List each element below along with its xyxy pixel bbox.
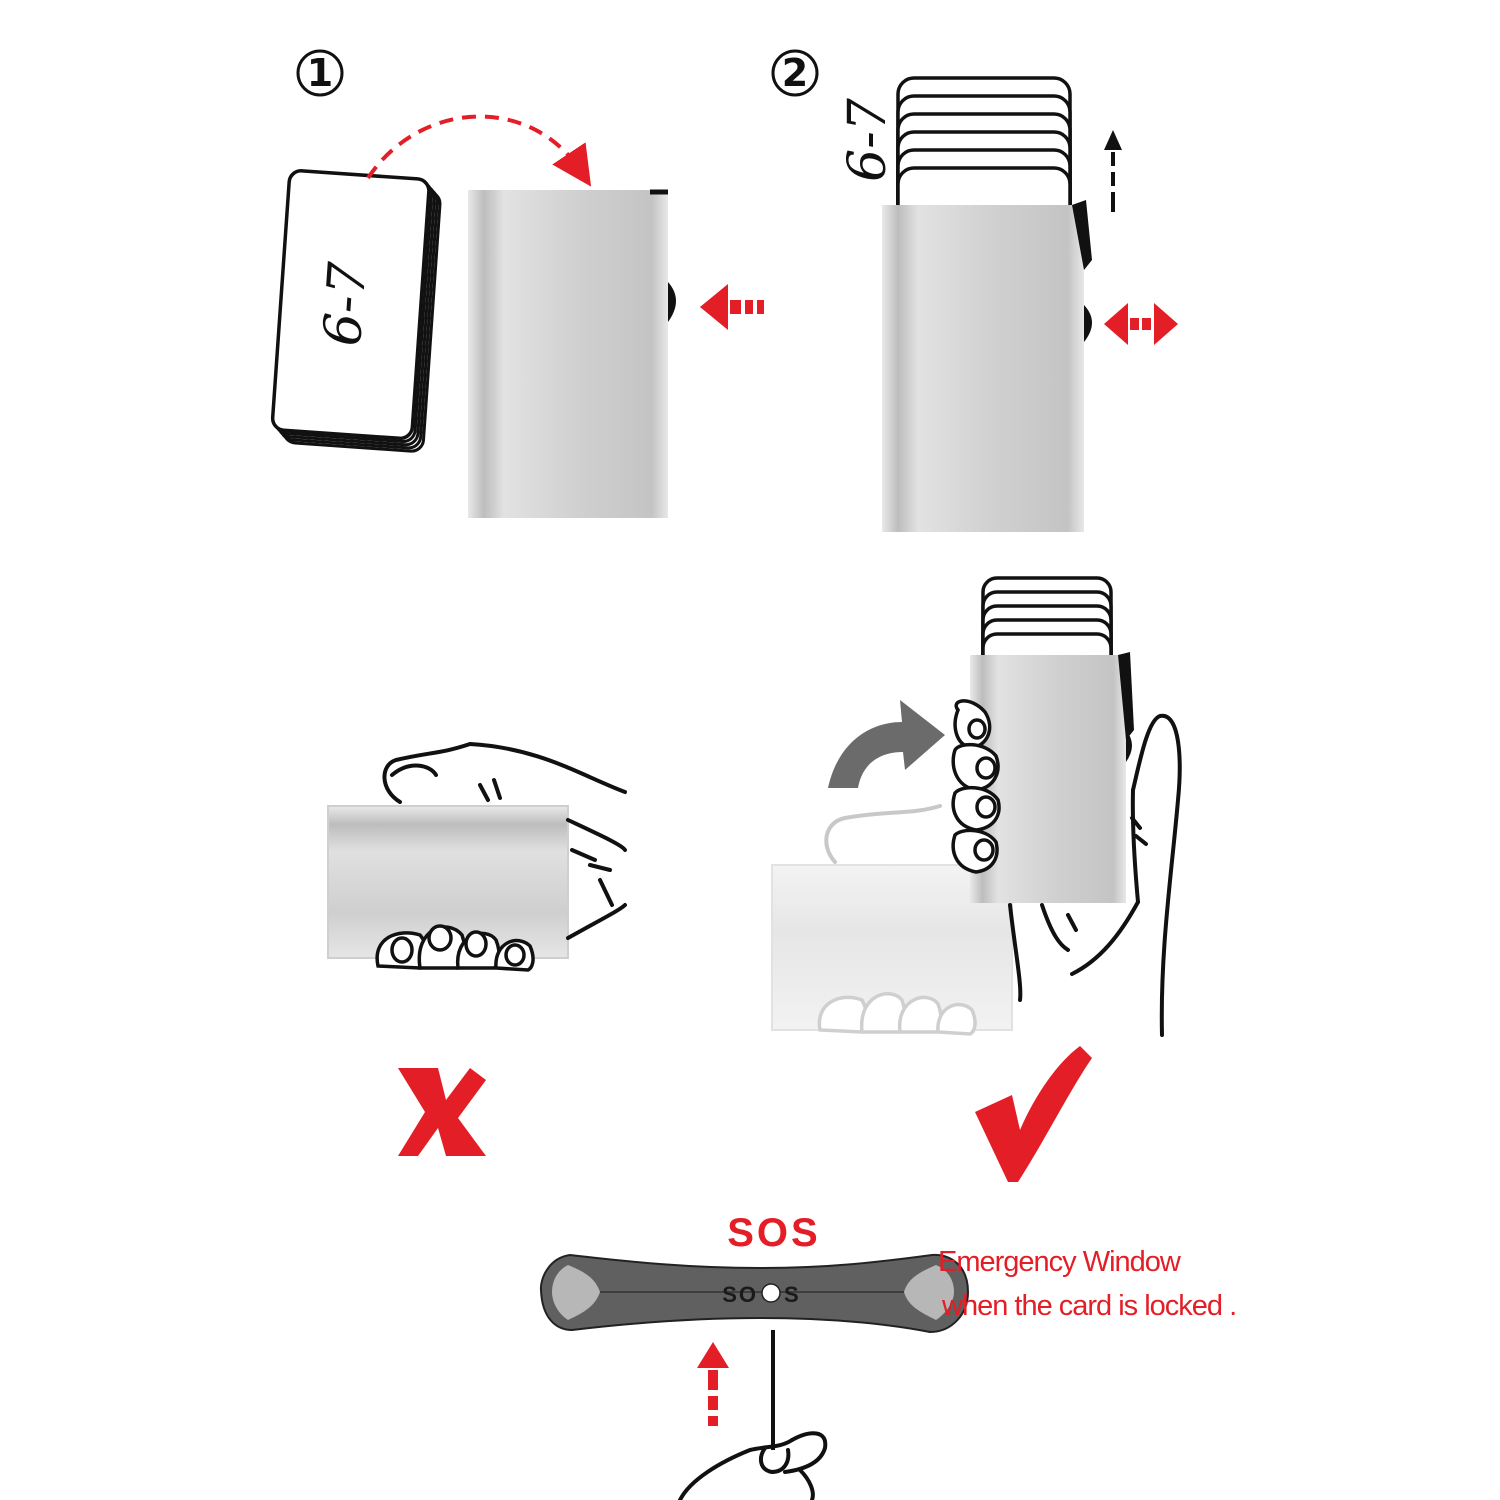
card-case-step-2 bbox=[882, 205, 1084, 532]
case-lever bbox=[668, 282, 676, 322]
check-mark-icon bbox=[975, 1046, 1092, 1182]
eject-up-arrow-icon bbox=[1104, 130, 1122, 212]
step-1-panel: 1 6-7 bbox=[270, 49, 764, 518]
step-2-badge bbox=[771, 49, 819, 97]
pin-holding-hand bbox=[678, 1431, 828, 1500]
wrong-grip-fingers bbox=[375, 924, 535, 972]
wrong-hand-thumb bbox=[382, 742, 627, 804]
sos-hole bbox=[761, 1283, 781, 1303]
step-2-number: 2 bbox=[782, 51, 808, 95]
case-lever-step-2 bbox=[1084, 305, 1092, 342]
sos-title: SOS bbox=[727, 1211, 820, 1255]
correct-grip-panel bbox=[771, 576, 1182, 1037]
sos-push-arrow-icon bbox=[697, 1342, 729, 1426]
correct-grip-fingers bbox=[951, 699, 1001, 874]
card-label: 6-7 bbox=[313, 259, 379, 348]
sos-caption-line-1: Emergency Window bbox=[938, 1246, 1182, 1278]
sos-slot-label-left: SO bbox=[722, 1282, 758, 1307]
case-bottom-view bbox=[539, 1253, 970, 1334]
wrong-grip-panel bbox=[327, 742, 627, 972]
rotate-arrow-icon bbox=[828, 700, 945, 788]
card-stack: 6-7 bbox=[270, 169, 442, 453]
sos-panel: SOS SO S Emergency Window when the card … bbox=[539, 1211, 1237, 1500]
step-1-number: 1 bbox=[307, 51, 333, 95]
card-case bbox=[468, 190, 668, 518]
card-label-step-2: 6-7 bbox=[838, 97, 898, 182]
step-1-badge bbox=[296, 49, 344, 97]
insert-arrow-icon bbox=[366, 114, 592, 187]
wrong-mark-icon bbox=[398, 1068, 486, 1156]
slide-both-ways-arrow-icon bbox=[1104, 303, 1178, 345]
sos-slot-label-right: S bbox=[784, 1282, 801, 1307]
sos-caption-line-2: when the card is locked . bbox=[941, 1290, 1236, 1322]
step-2-panel: 2 6-7 bbox=[771, 49, 1178, 532]
push-arrow-icon bbox=[700, 284, 764, 330]
correct-grip-hand bbox=[1131, 713, 1182, 1037]
